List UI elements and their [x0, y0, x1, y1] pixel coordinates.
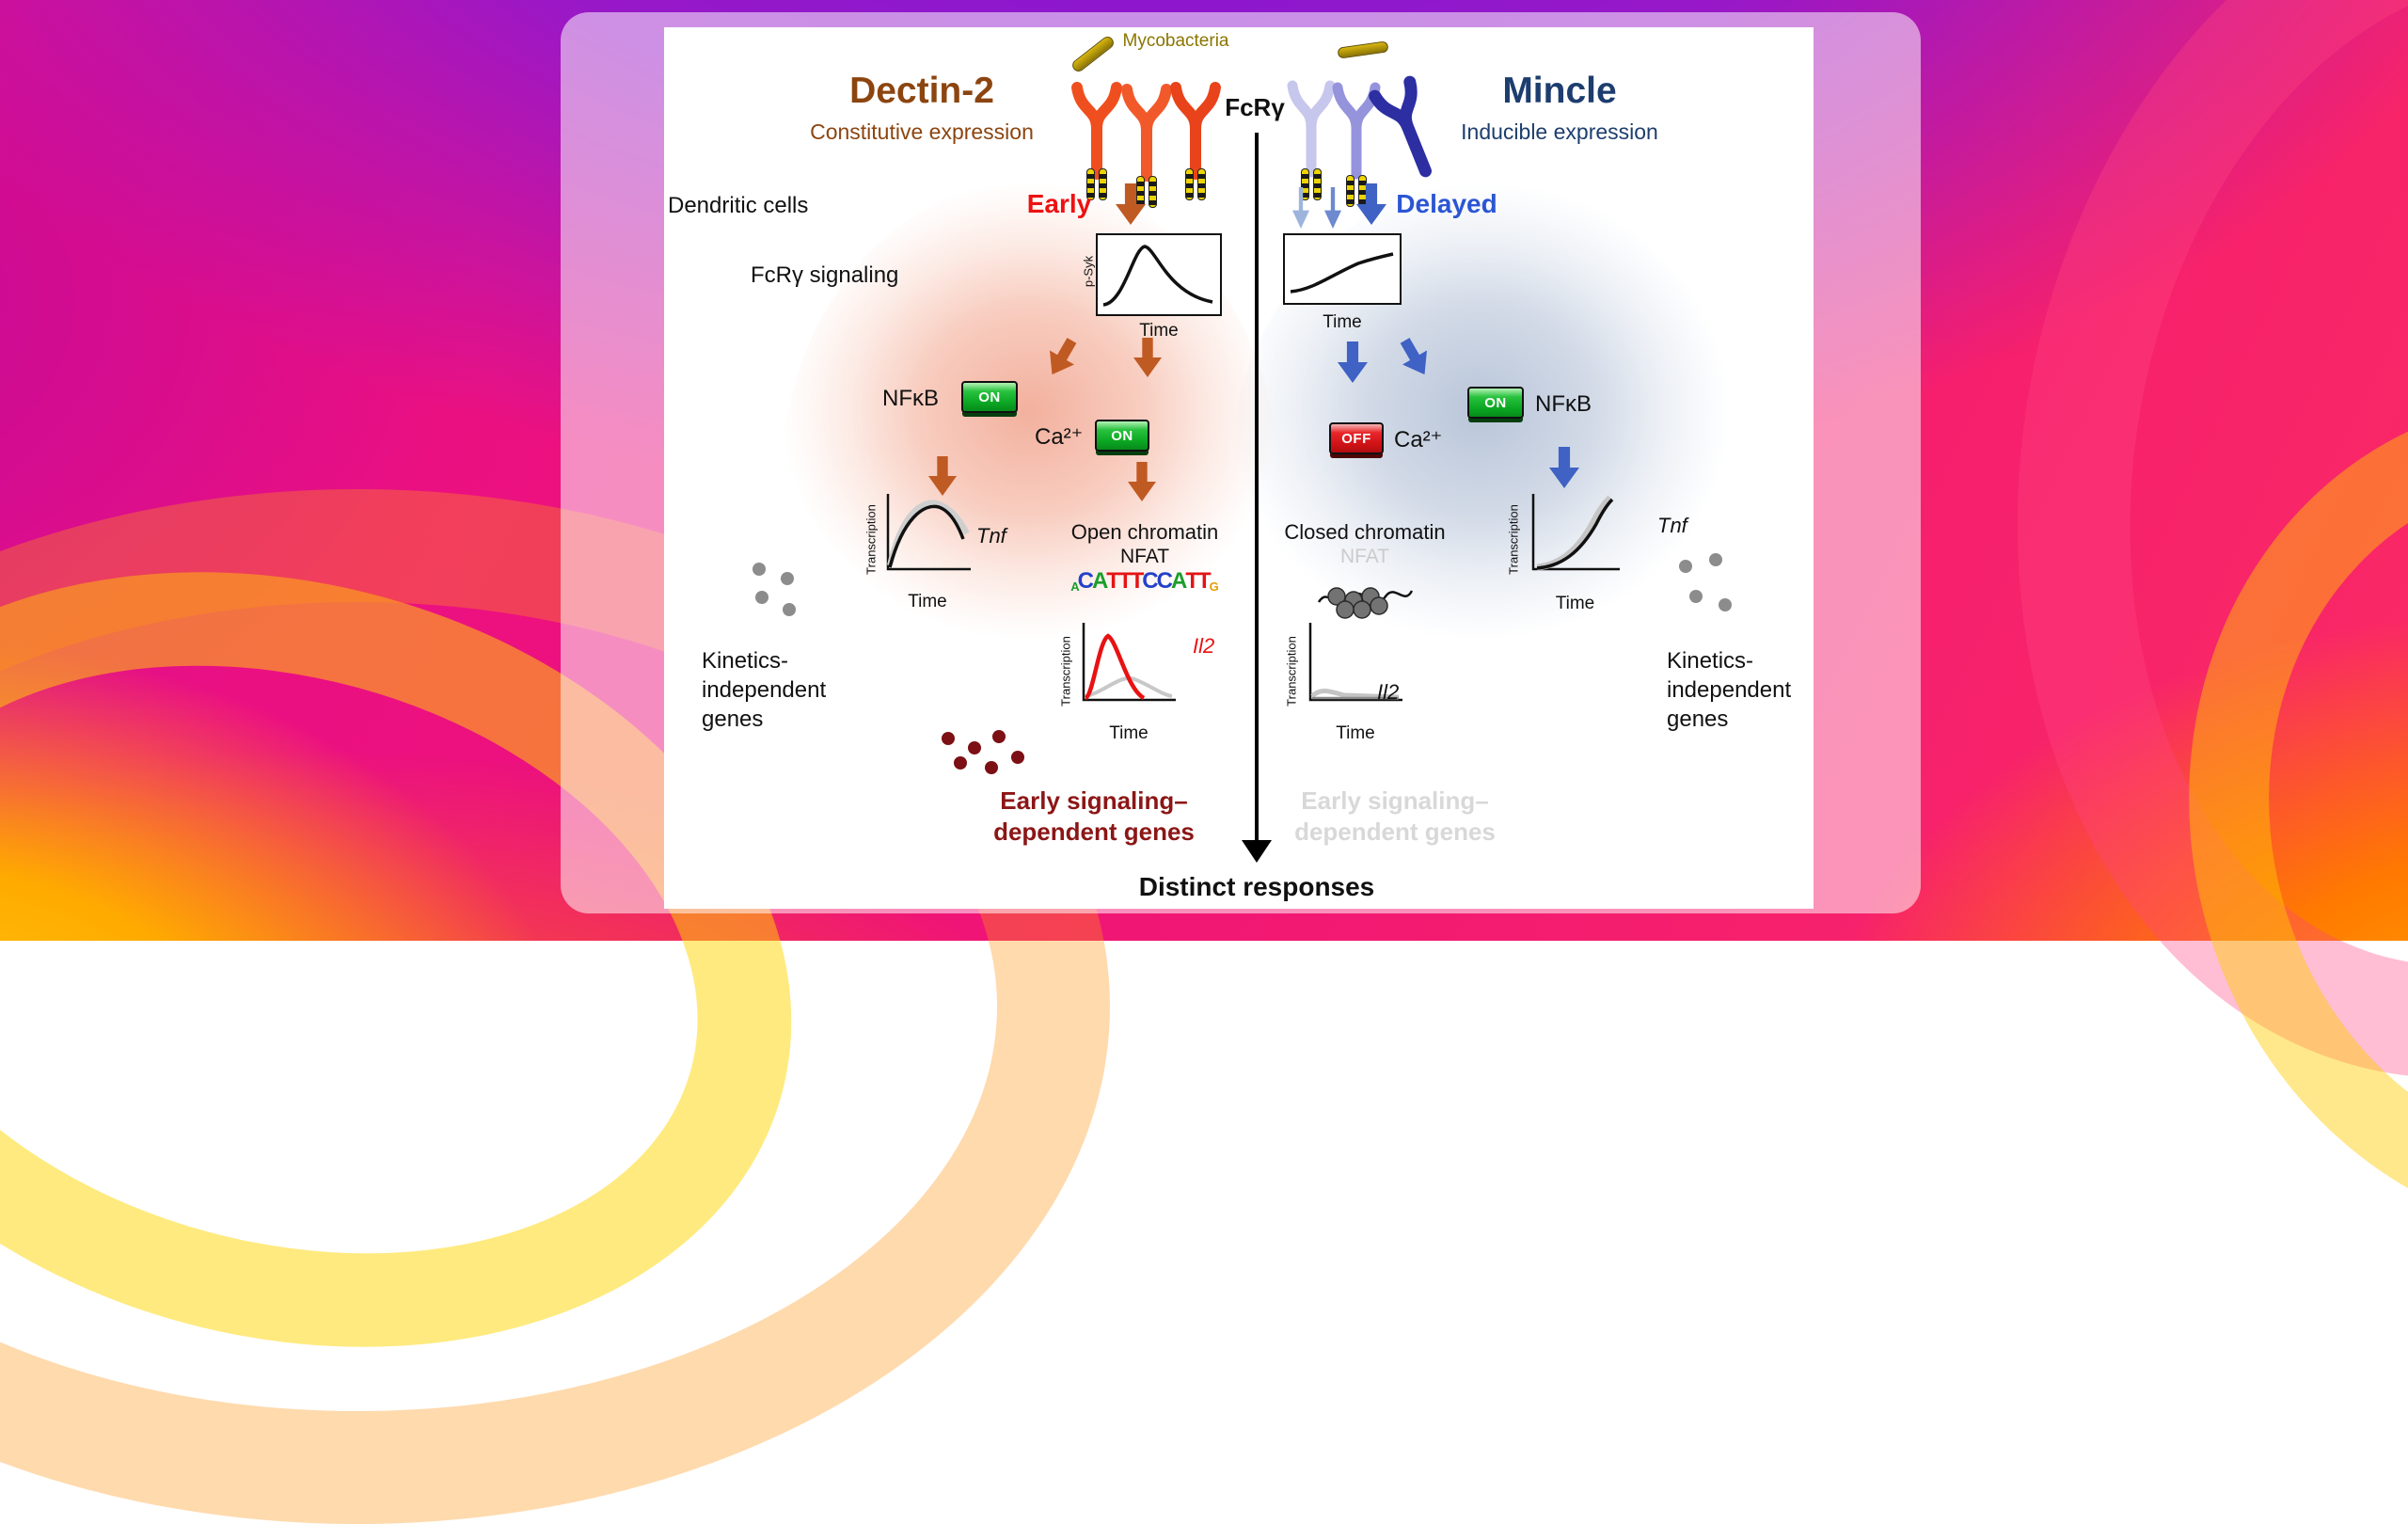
gene-dot — [954, 756, 967, 770]
on-switch: ON — [961, 381, 1018, 413]
distinct-responses-label: Distinct responses — [1092, 872, 1421, 902]
il2-gene-label: Il2 — [1193, 634, 1214, 659]
gene-dot — [968, 741, 981, 754]
tnf-transcription-graph — [880, 488, 974, 578]
tnf-gene-label: Tnf — [976, 524, 1006, 548]
gene-dot — [1679, 560, 1692, 573]
time-axis-label: Time — [1076, 723, 1181, 744]
gene-dot — [781, 572, 794, 585]
nfat-faded-label: NFAT — [1271, 546, 1459, 568]
figure-window: Mycobacteria FcRγ Dectin-2 Constitutive … — [561, 12, 1921, 913]
gene-dot — [1719, 598, 1732, 611]
early-signaling-dependent-genes-label: Early signaling– dependent genes — [953, 786, 1235, 847]
itam-motif-icon — [1136, 176, 1157, 208]
gene-dot — [942, 732, 955, 745]
switch-state-label: OFF — [1341, 431, 1371, 447]
switch-state-label: ON — [1111, 428, 1133, 444]
itam-motif-icon — [1301, 168, 1322, 200]
gene-dot — [1011, 751, 1024, 764]
time-axis-label: Time — [880, 592, 974, 612]
gene-dot — [992, 730, 1006, 743]
gene-dot — [783, 603, 796, 616]
down-arrow-icon — [1324, 187, 1341, 229]
dectin2-receptor-icon — [1064, 69, 1238, 182]
time-axis-label: Time — [1526, 594, 1624, 614]
switch-state-label: ON — [1484, 395, 1507, 411]
mycobacterium-icon — [1337, 40, 1388, 58]
switch-state-label: ON — [978, 389, 1001, 405]
itam-motif-icon — [1346, 175, 1367, 207]
il2-gene-label: Il2 — [1377, 680, 1399, 705]
psyk-axis-label: p-Syk — [1082, 230, 1096, 314]
fcr-gamma-label: FcRγ — [1208, 93, 1302, 122]
nfat-label: NFAT — [1051, 546, 1239, 568]
transcription-axis-label: Transcription — [1059, 620, 1073, 723]
gene-dot — [1709, 553, 1722, 566]
dectin2-expression-label: Constitutive expression — [781, 119, 1063, 145]
transcription-axis-label: Transcription — [1285, 620, 1299, 723]
delayed-kinetics-graph — [1283, 233, 1402, 305]
mincle-expression-label: Inducible expression — [1418, 119, 1701, 145]
kinetics-independent-genes-label: Kinetics- independent genes — [702, 646, 826, 735]
gene-dot — [752, 563, 766, 576]
calcium-label: Ca²⁺ — [1394, 424, 1442, 456]
dectin2-title: Dectin-2 — [781, 71, 1063, 112]
transcription-axis-label: Transcription — [864, 488, 879, 592]
calcium-label: Ca²⁺ — [1035, 421, 1083, 453]
on-switch: ON — [1095, 420, 1149, 452]
fcr-gamma-signaling-label: FcRγ signaling — [751, 262, 898, 289]
nfkb-label: NFκB — [882, 383, 939, 415]
on-switch: ON — [1467, 387, 1524, 419]
time-axis-label: Time — [1096, 321, 1222, 341]
gene-dot — [1689, 590, 1703, 603]
time-axis-label: Time — [1283, 312, 1402, 333]
il2-transcription-graph — [1076, 617, 1181, 709]
time-axis-label: Time — [1303, 723, 1408, 744]
itam-motif-icon — [1185, 168, 1206, 200]
psyk-kinetics-graph — [1096, 233, 1222, 316]
early-signaling-dependent-genes-faded-label: Early signaling– dependent genes — [1254, 786, 1536, 847]
early-label: Early — [993, 189, 1125, 219]
nfkb-label: NFκB — [1535, 389, 1592, 421]
tnf-gene-label: Tnf — [1657, 514, 1687, 538]
divider-line — [1255, 133, 1259, 844]
open-chromatin-label: Open chromatin — [1051, 520, 1239, 545]
off-switch: OFF — [1329, 422, 1384, 454]
gene-dot — [985, 761, 998, 774]
transcription-axis-label: Transcription — [1507, 488, 1521, 592]
pathway-figure: Mycobacteria FcRγ Dectin-2 Constitutive … — [664, 27, 1814, 909]
tnf-transcription-graph — [1526, 488, 1624, 578]
dendritic-cells-label: Dendritic cells — [668, 193, 808, 219]
closed-chromatin-label: Closed chromatin — [1271, 520, 1459, 545]
mincle-title: Mincle — [1418, 71, 1701, 112]
kinetics-independent-genes-label: Kinetics- independent genes — [1667, 646, 1791, 735]
delayed-label: Delayed — [1381, 189, 1513, 219]
gene-dot — [755, 591, 768, 604]
